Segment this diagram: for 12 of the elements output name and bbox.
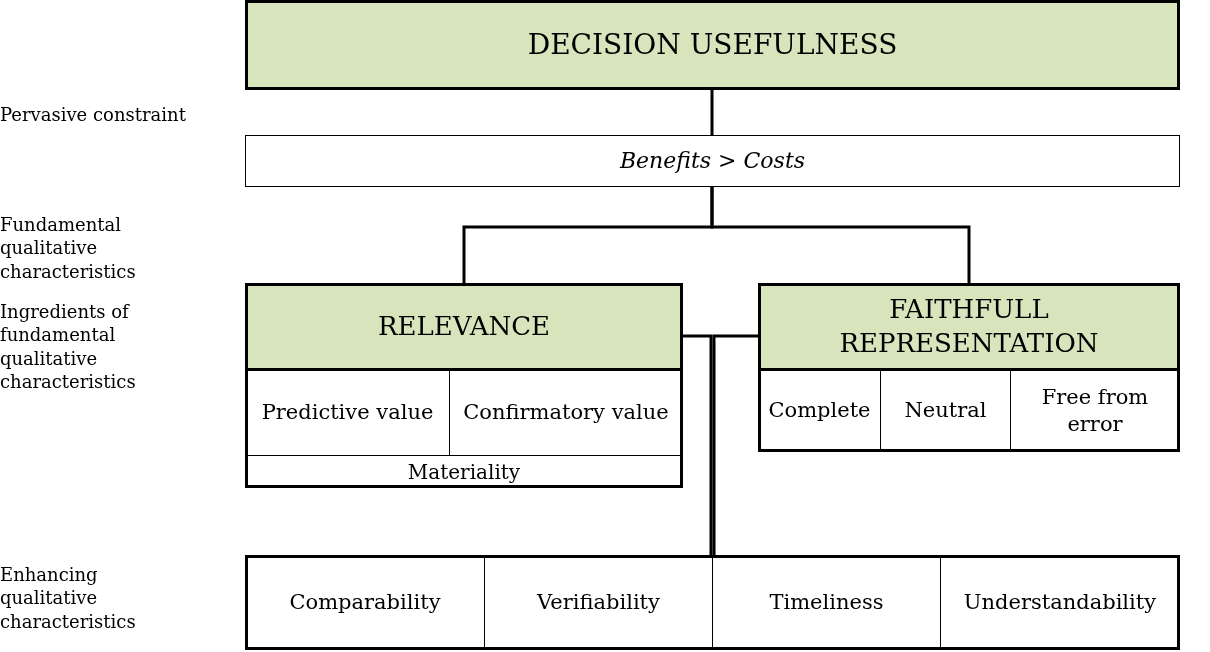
heading-box: DECISION USEFULNESS bbox=[245, 0, 1180, 90]
constraint-box: Benefits > Costs bbox=[245, 135, 1180, 187]
connector-line bbox=[712, 334, 758, 555]
row-label: Fundamental qualitative characteristics bbox=[0, 213, 137, 284]
connector-line bbox=[710, 187, 971, 283]
row-label: Enhancing qualitative characteristics bbox=[0, 563, 137, 634]
heading-box: RELEVANCE bbox=[245, 283, 683, 371]
connector-line bbox=[683, 334, 713, 555]
row-label: Pervasive constraint bbox=[0, 103, 187, 127]
row-label: Ingredients of fundamental qualitative characteristics bbox=[0, 300, 137, 394]
heading-box: FAITHFULL REPRESENTATION bbox=[758, 283, 1180, 371]
connector-line bbox=[710, 90, 714, 135]
